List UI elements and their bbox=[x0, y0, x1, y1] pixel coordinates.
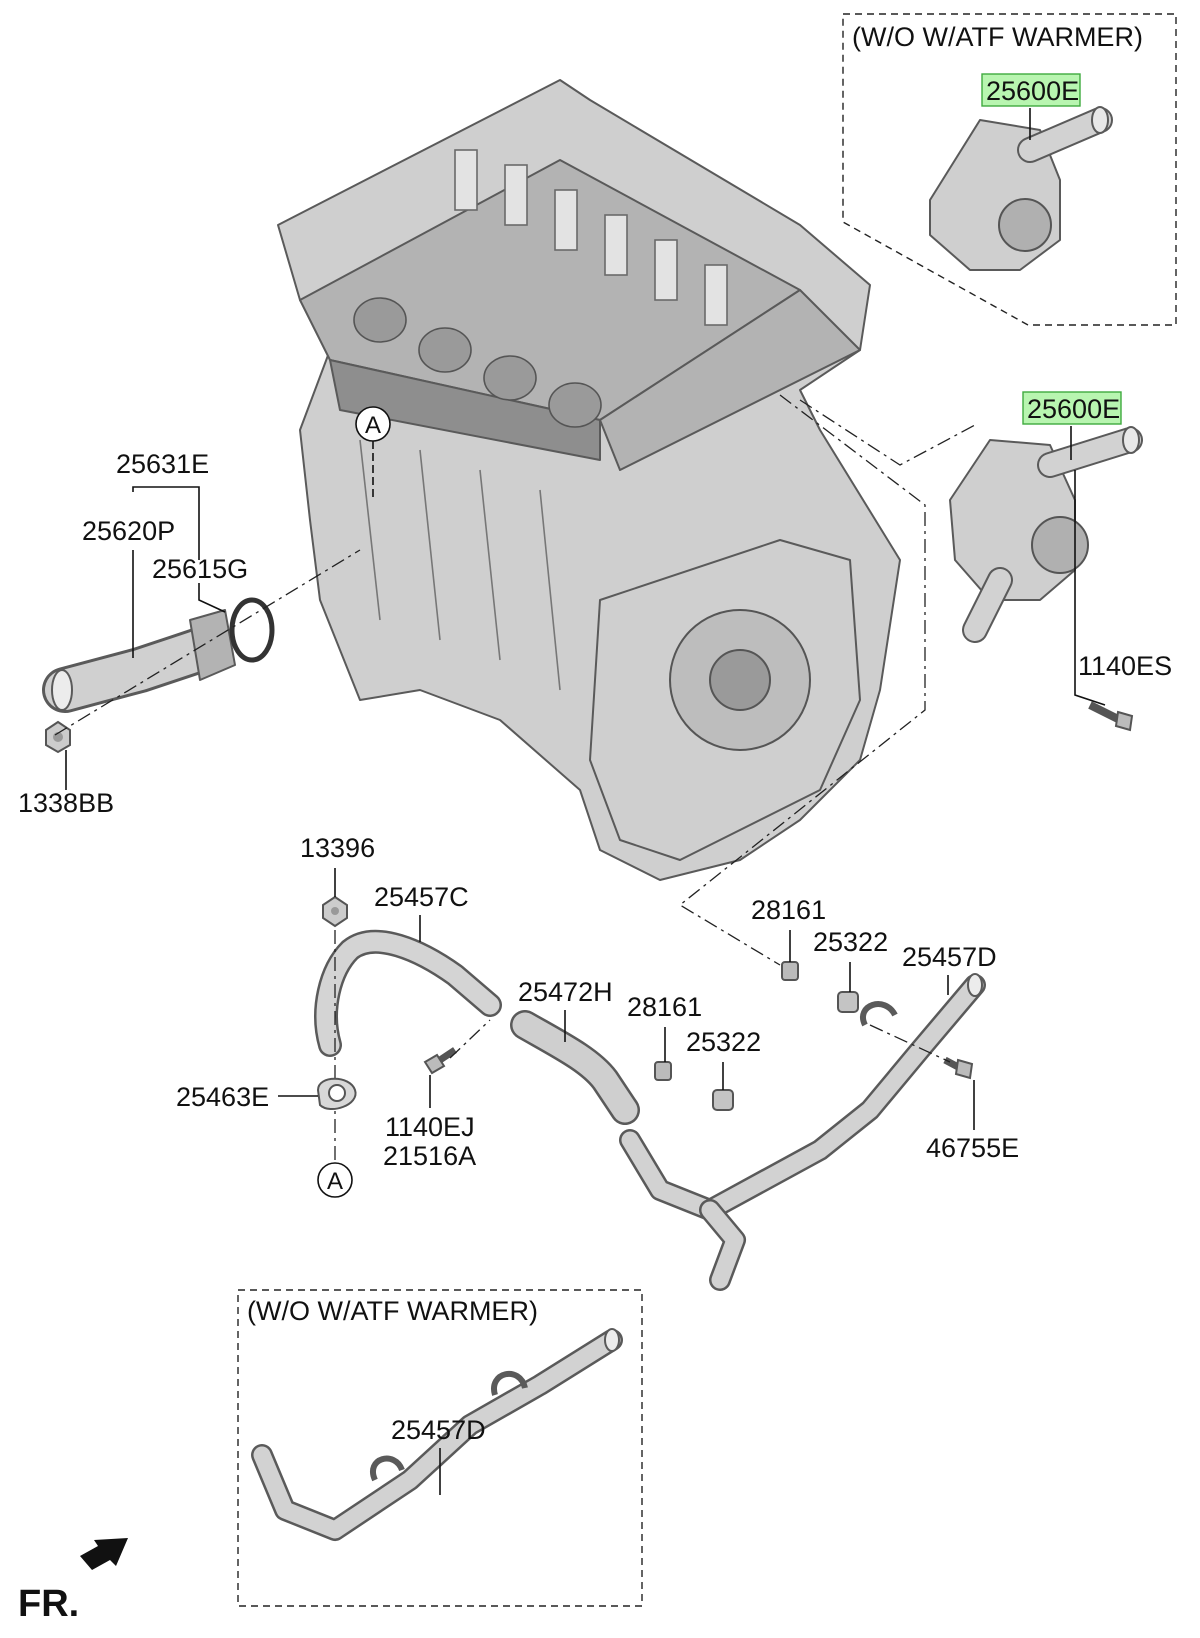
engine-block bbox=[277, 79, 901, 881]
water-pipe-25457D bbox=[619, 973, 986, 1291]
label-25457D-b: 25457D bbox=[391, 1415, 486, 1445]
plug-28161-b bbox=[654, 1061, 672, 1081]
label-1140EJ: 1140EJ bbox=[385, 1112, 475, 1142]
label-1338BB: 1338BB bbox=[18, 788, 114, 818]
label-25463E: 25463E bbox=[176, 1082, 269, 1112]
cap-25322-b bbox=[712, 1089, 734, 1111]
label-25600E-b: 25600E bbox=[1027, 394, 1120, 424]
label-25472H: 25472H bbox=[518, 977, 613, 1007]
nut-1338BB bbox=[45, 720, 71, 754]
label-1140ES: 1140ES bbox=[1078, 651, 1172, 681]
label-25322-b: 25322 bbox=[686, 1027, 761, 1057]
label-13396: 13396 bbox=[300, 833, 375, 863]
callout-lines bbox=[65, 108, 1106, 1495]
label-25615G: 25615G bbox=[152, 554, 248, 584]
label-25457D-a: 25457D bbox=[902, 942, 997, 972]
cap-25322-a bbox=[837, 991, 859, 1013]
highlight-25600E-b bbox=[1022, 391, 1122, 425]
option-box-bottom-title: (W/O W/ATF WARMER) bbox=[247, 1296, 538, 1326]
label-28161-a: 28161 bbox=[751, 895, 826, 925]
svg-text:A: A bbox=[327, 1168, 343, 1195]
bolt-46755E bbox=[943, 1056, 974, 1080]
label-25322-a: 25322 bbox=[813, 927, 888, 957]
highlight-25600E-a bbox=[981, 73, 1081, 107]
thermostat-housing bbox=[949, 426, 1143, 643]
bolt-1140ES bbox=[1088, 701, 1134, 732]
plug-28161-a bbox=[781, 961, 799, 981]
label-25600E-a: 25600E bbox=[986, 76, 1079, 106]
hose-25472H bbox=[510, 1010, 640, 1125]
bolt-1140EJ bbox=[423, 1047, 457, 1075]
label-25631E: 25631E bbox=[116, 449, 209, 479]
water-pipe-25457D-option bbox=[251, 1328, 623, 1541]
gasket-25463E bbox=[316, 1077, 357, 1110]
water-pipe-25457C bbox=[314, 929, 502, 1057]
label-21516A: 21516A bbox=[383, 1141, 476, 1171]
ref-marker-a-bottom: A bbox=[317, 1162, 353, 1198]
front-direction-label: FR. bbox=[18, 1583, 79, 1625]
ref-marker-a-top: A bbox=[355, 406, 391, 442]
nut-13396 bbox=[322, 895, 348, 928]
thermostat-housing-option bbox=[929, 106, 1113, 271]
o-ring bbox=[229, 597, 275, 663]
water-inlet-fitting bbox=[42, 609, 236, 713]
label-25620P: 25620P bbox=[82, 516, 175, 546]
option-box-top-right bbox=[842, 13, 1177, 326]
label-25457C: 25457C bbox=[374, 882, 469, 912]
svg-text:A: A bbox=[365, 412, 381, 439]
front-arrow-icon bbox=[80, 1538, 128, 1570]
label-28161-b: 28161 bbox=[627, 992, 702, 1022]
option-box-top-title: (W/O W/ATF WARMER) bbox=[852, 22, 1143, 52]
label-46755E: 46755E bbox=[926, 1133, 1019, 1163]
